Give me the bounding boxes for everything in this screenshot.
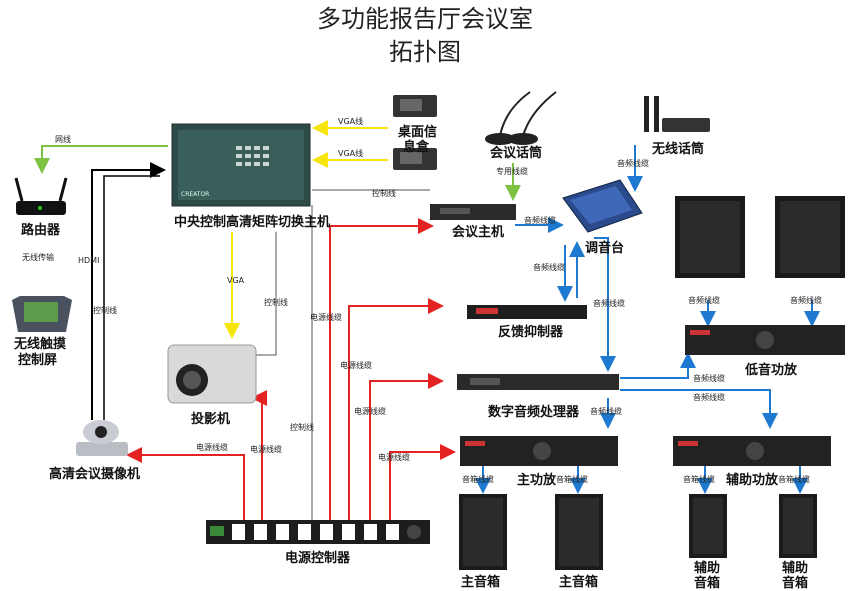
audio-label-2: 音频线缆 [524, 215, 556, 225]
link-hdmi: HDMI [78, 162, 166, 420]
conf-host-label: 会议主机 [452, 224, 504, 240]
control-label-4: 控制线 [93, 305, 117, 315]
main-spk-label-1: 主音箱 [461, 574, 500, 590]
power-label-3: 电源线缆 [310, 312, 342, 322]
audio-label-4: 音频线缆 [593, 298, 625, 308]
audio-label-6: 音频线缆 [790, 295, 822, 305]
power-label-6: 电源线缆 [378, 452, 410, 462]
desktop-box-label-2: 息盒 [403, 139, 430, 155]
special-label: 专用线缆 [496, 166, 528, 176]
touch-screen[interactable] [12, 296, 72, 332]
aux-spk-label-2b: 音箱 [782, 575, 808, 591]
aux-spk-label-1a: 辅助 [694, 560, 720, 576]
dsp[interactable] [457, 374, 619, 390]
audio-label-5: 音频线缆 [688, 295, 720, 305]
camera-label: 高清会议摄像机 [49, 466, 140, 482]
main-speaker-left[interactable] [459, 494, 507, 570]
vga-projector-label: VGA [227, 276, 245, 285]
projector-label: 投影机 [191, 411, 230, 427]
desktop-box-1[interactable] [393, 95, 437, 117]
sub-amp[interactable] [685, 325, 845, 355]
touch-screen-label-1: 无线触摸 [13, 336, 66, 352]
router-icon[interactable] [14, 177, 68, 215]
link-power [126, 218, 456, 520]
conf-host[interactable] [430, 204, 516, 220]
dsp-label: 数字音频处理器 [488, 404, 580, 420]
desktop-box-label-1: 桌面信 [398, 124, 437, 140]
audio-label-9: 音频线缆 [590, 406, 622, 416]
audio-label-7: 音频线缆 [693, 373, 725, 383]
link-audio [475, 145, 820, 494]
control-label-1: 控制线 [372, 188, 396, 198]
main-speaker-right[interactable] [555, 494, 603, 570]
vga-label-1: VGA线 [338, 116, 363, 126]
desktop-box-2[interactable] [393, 148, 437, 170]
main-amp-label: 主功放 [517, 472, 557, 488]
control-label-2: 控制线 [264, 297, 288, 307]
speaker-label-1: 音箱线缆 [462, 474, 494, 484]
wireless-label: 无线传输 [22, 252, 54, 262]
subwoofer-right[interactable] [775, 196, 845, 278]
matrix-switcher[interactable]: CREATOR [171, 123, 311, 207]
touch-screen-label-2: 控制屏 [18, 352, 57, 368]
vga-label-2: VGA线 [338, 148, 363, 158]
audio-label-8: 音频线缆 [693, 392, 725, 402]
subwoofer-left[interactable] [675, 196, 745, 278]
link-network: 网线 [34, 134, 168, 174]
power-label-2: 电源线缆 [250, 444, 282, 454]
power-label-5: 电源线缆 [354, 406, 386, 416]
conf-mic-icon[interactable] [485, 91, 557, 145]
link-vga-box: VGA线 VGA线 [312, 116, 388, 168]
power-label-4: 电源线缆 [340, 360, 372, 370]
link-network-label: 网线 [55, 134, 71, 144]
speaker-label-4: 音箱线缆 [778, 474, 810, 484]
wireless-mic-label: 无线话筒 [651, 141, 704, 157]
title-line1: 多功能报告厅会议室 [317, 5, 533, 33]
feedback-suppressor[interactable] [467, 305, 587, 319]
conf-mic-label: 会议话筒 [490, 145, 542, 161]
aux-spk-label-2a: 辅助 [782, 560, 808, 576]
power-ctrl-label: 电源控制器 [285, 550, 351, 566]
wireless-mic-icon[interactable] [644, 96, 710, 132]
router-label: 路由器 [21, 222, 61, 238]
audio-label-1: 音频线缆 [617, 158, 649, 168]
feedback-label: 反馈抑制器 [498, 324, 564, 340]
main-amp[interactable] [460, 436, 618, 466]
main-spk-label-2: 主音箱 [559, 574, 598, 590]
power-label-1: 电源线缆 [196, 442, 228, 452]
mixer-label: 调音台 [585, 240, 624, 256]
projector[interactable] [167, 344, 257, 404]
control-label-3: 控制线 [290, 422, 314, 432]
link-vga-projector: VGA [224, 232, 245, 339]
aux-speaker-left[interactable] [689, 494, 727, 558]
hdmi-label: HDMI [78, 256, 99, 265]
link-control: 控制线 控制线 控制线 控制线 [93, 175, 430, 520]
matrix-label: 中央控制高清矩阵切换主机 [174, 214, 330, 230]
aux-speaker-right[interactable] [779, 494, 817, 558]
sub-amp-label: 低音功放 [744, 362, 798, 378]
camera[interactable] [76, 420, 128, 456]
audio-label-3: 音频线缆 [533, 262, 565, 272]
aux-amp-label: 辅助功放 [726, 472, 779, 488]
title-line2: 拓扑图 [389, 38, 461, 66]
speaker-label-3: 音箱线缆 [683, 474, 715, 484]
speaker-label-2: 音箱线缆 [556, 474, 588, 484]
power-controller[interactable] [206, 520, 430, 544]
aux-amp[interactable] [673, 436, 831, 466]
matrix-brand: CREATOR [181, 191, 209, 198]
aux-spk-label-1b: 音箱 [694, 575, 720, 591]
mixer[interactable] [562, 179, 643, 233]
